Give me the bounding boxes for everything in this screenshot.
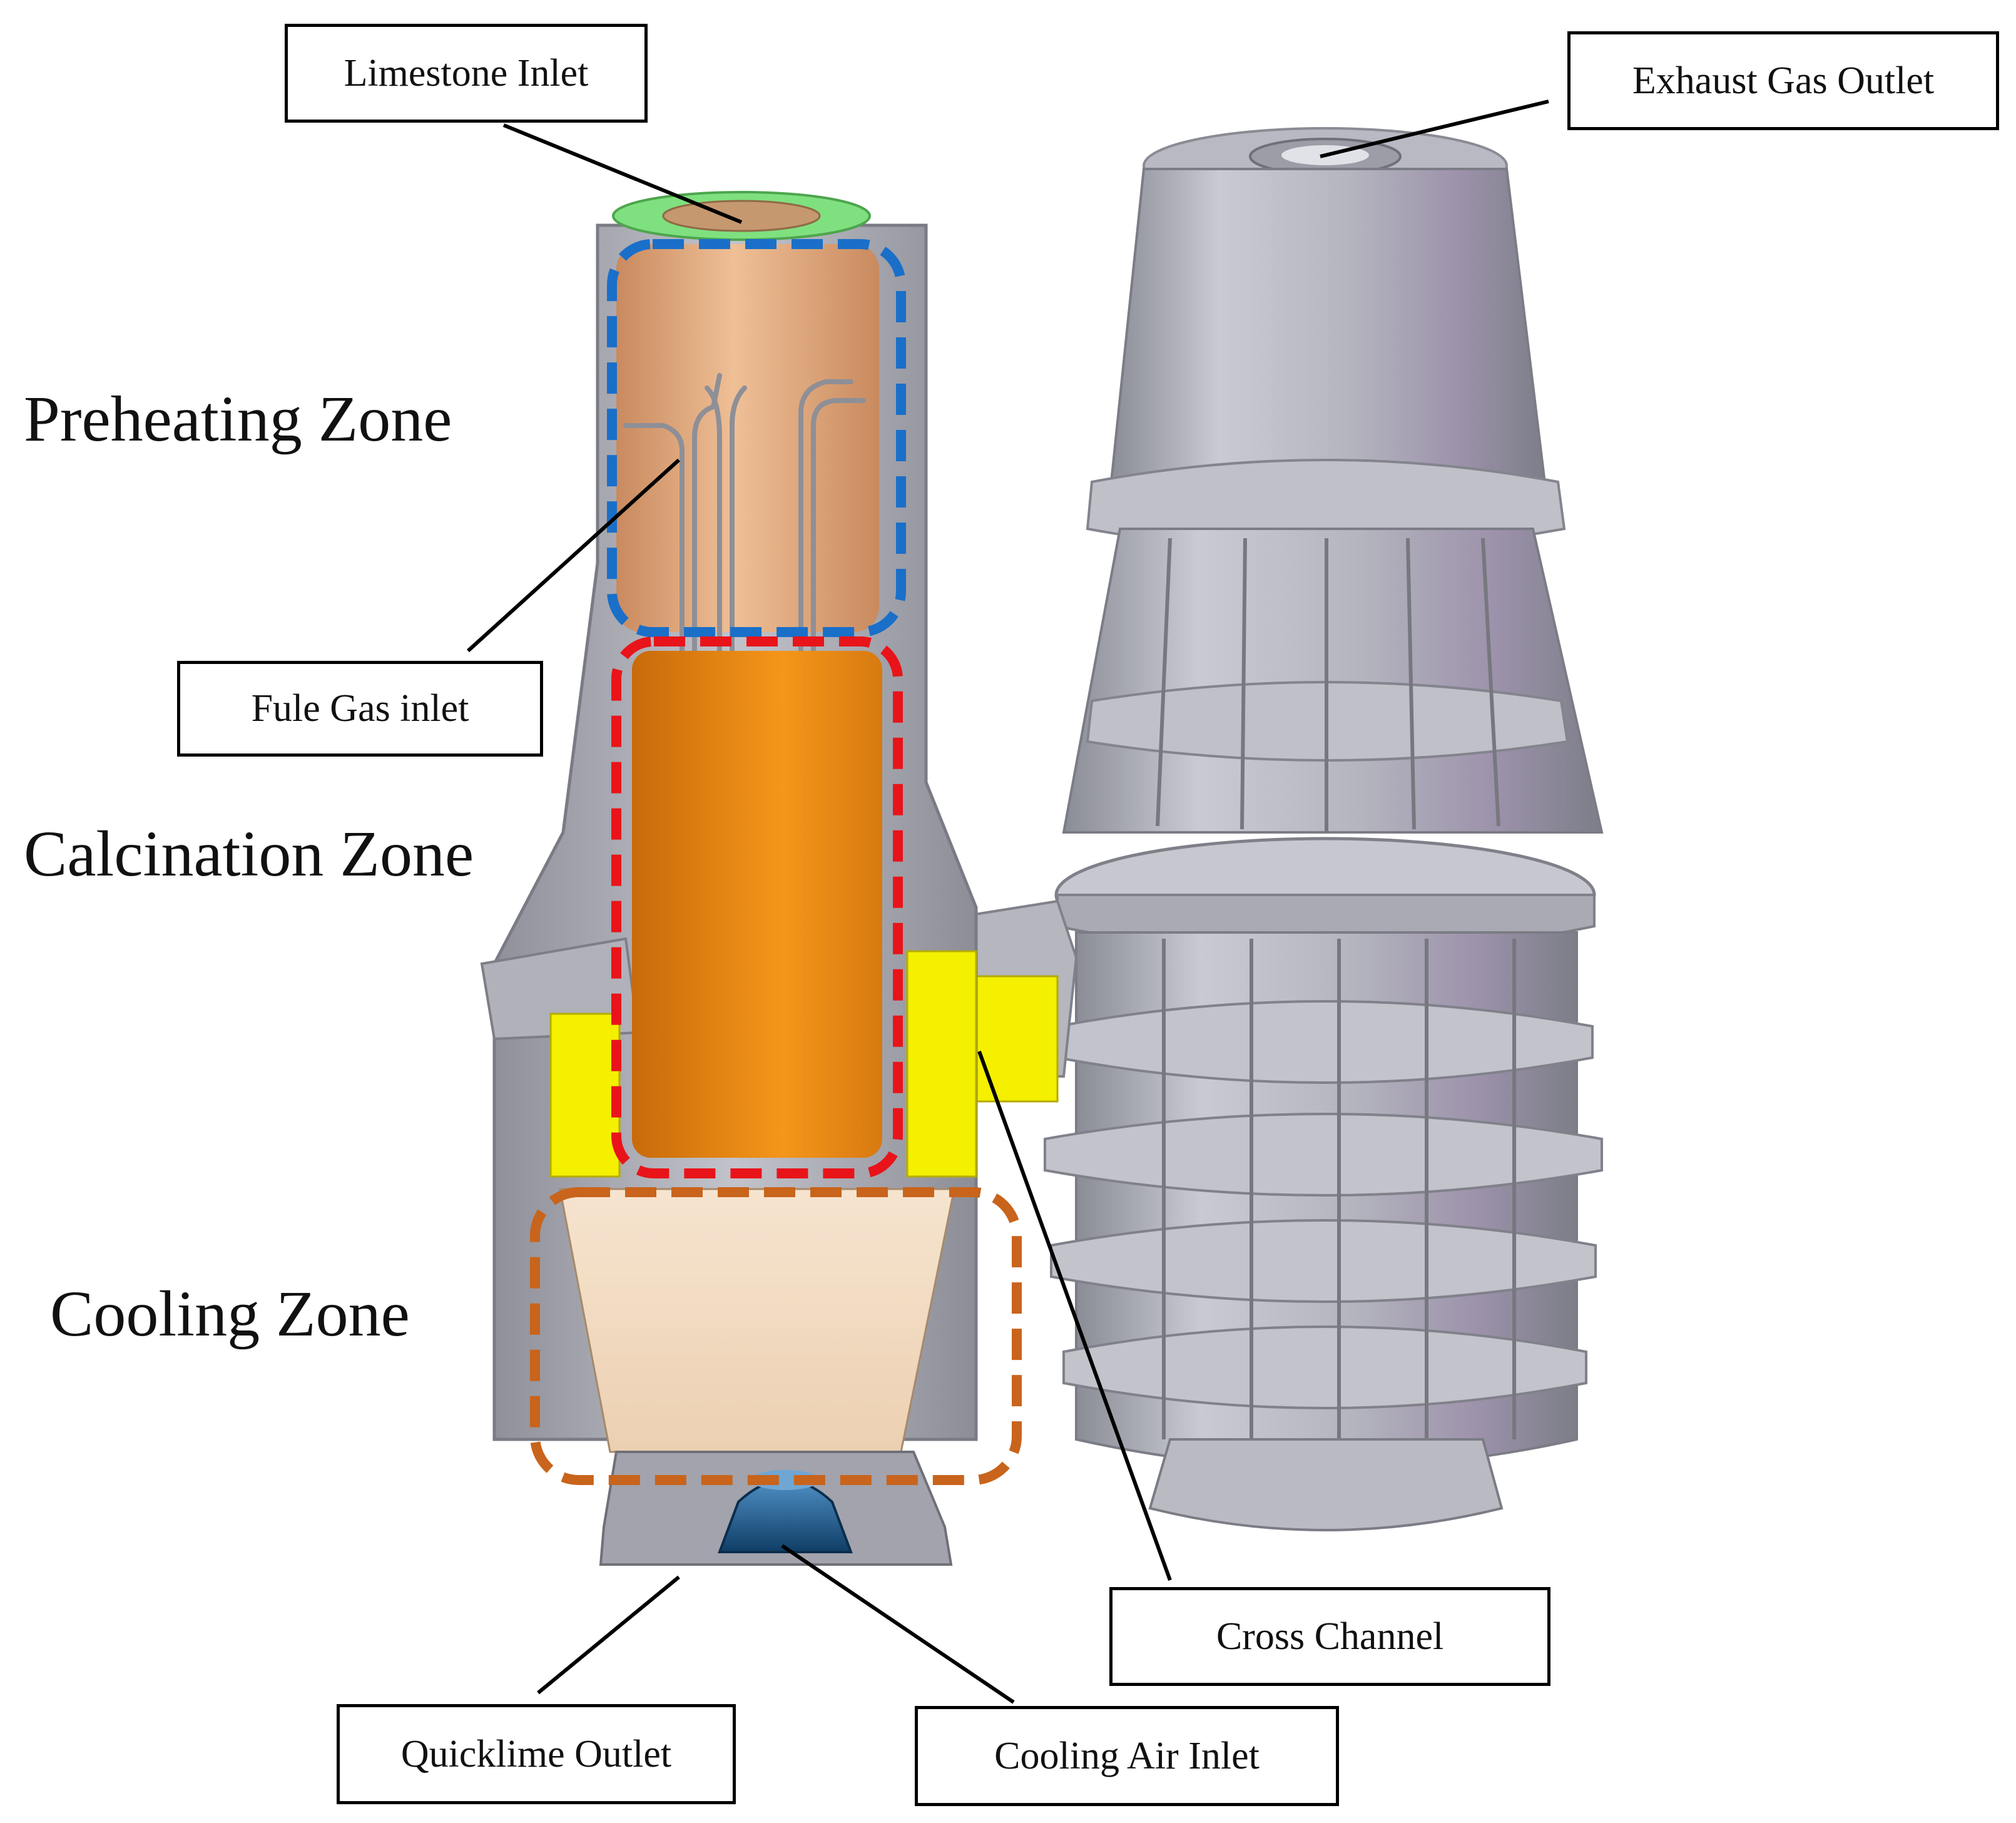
cooling-zone-title: Cooling Zone: [50, 1278, 410, 1350]
fule-gas-inlet-label: Fule Gas inlet: [177, 661, 543, 757]
cooling-zone-outline: [530, 1187, 1022, 1485]
cooling-air-inlet-label: Cooling Air Inlet: [915, 1706, 1339, 1806]
exhaust-tower: [1044, 127, 1604, 1531]
calcination-zone-title: Calcination Zone: [24, 818, 474, 890]
limestone-inlet-leader: [502, 123, 743, 224]
calcination-zone-outline: [611, 636, 903, 1178]
cooling-air-inlet-leader: [781, 1544, 1015, 1704]
exhaust-gas-outlet-leader: [1320, 100, 1549, 158]
preheating-zone-title: Preheating Zone: [24, 383, 452, 455]
quicklime-outlet-leader: [537, 1575, 680, 1695]
quicklime-outlet-label: Quicklime Outlet: [337, 1704, 736, 1804]
limestone-inlet-label: Limestone Inlet: [285, 24, 648, 123]
preheating-zone-outline: [607, 239, 906, 637]
exhaust-gas-outlet-label: Exhaust Gas Outlet: [1567, 31, 1999, 130]
cross-channel-leader: [977, 1050, 1172, 1581]
cross-channel-label: Cross Channel: [1109, 1587, 1550, 1686]
fule-gas-inlet-leader: [466, 458, 681, 653]
